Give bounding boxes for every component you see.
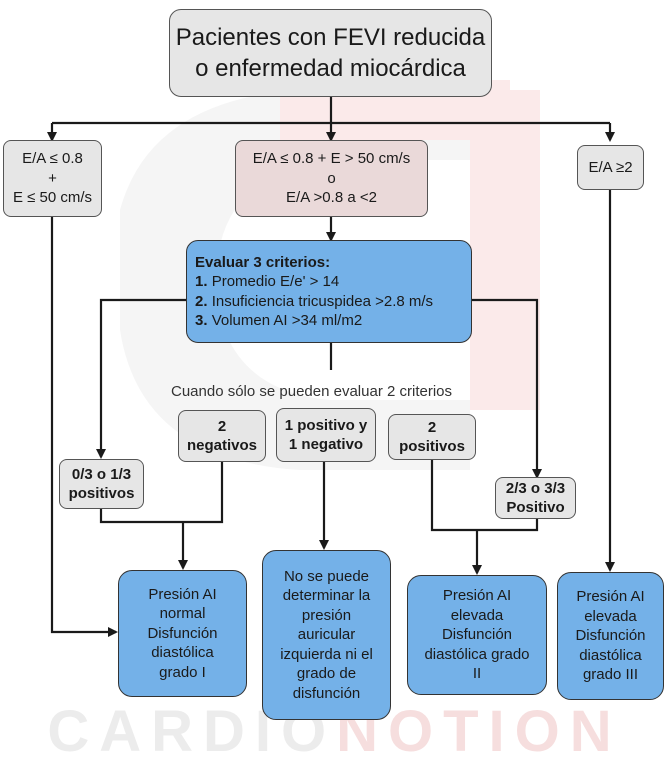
- criteria-item-3: 3. Volumen AI >34 ml/m2: [195, 312, 363, 329]
- branch-mid-box: E/A ≤ 0.8 + E > 50 cm/s o E/A >0.8 a <2: [235, 140, 428, 217]
- two-three-third-line-2: Positivo: [506, 499, 565, 516]
- criteria-item-1: 1. Promedio E/e' > 14: [195, 273, 340, 290]
- one-positive-one-negative-line-2: 1 negativo: [288, 436, 364, 453]
- two-three-third-line-1: 2/3 o 3/3: [505, 479, 566, 497]
- result-normal-line-3: Disfunción: [147, 624, 218, 642]
- branch-right-box: E/A ≥2: [577, 145, 644, 190]
- two-positive-line-1: 2: [427, 418, 437, 436]
- two-negative-line-1: 2: [217, 417, 227, 435]
- branch-mid-line-3: E/A >0.8 a <2: [286, 189, 377, 207]
- two-criteria-note: Cuando sólo se pueden evaluar 2 criterio…: [171, 383, 453, 400]
- branch-left-box: E/A ≤ 0.8 + E ≤ 50 cm/s: [3, 140, 102, 217]
- result-undetermined-line-6: grado de: [296, 665, 357, 683]
- branch-mid-line-1: E/A ≤ 0.8 + E > 50 cm/s: [252, 150, 411, 168]
- two-negative-line-2: negativos: [186, 437, 258, 454]
- title-box: Pacientes con FEVI reducida o enfermedad…: [169, 9, 492, 97]
- two-positive-line-2: positivos: [399, 438, 465, 455]
- zero-one-third-box: 0/3 o 1/3 positivos: [59, 459, 144, 509]
- result-grade-2-line-5: II: [472, 665, 482, 683]
- one-positive-one-negative-line-1: 1 positivo y: [284, 416, 368, 434]
- result-grade-2-box: Presión AI elevada Disfunción diastólica…: [407, 575, 547, 695]
- result-grade-3-line-5: grado III: [582, 666, 639, 684]
- criteria-item-2: 2. Insuficiencia tricuspidea >2.8 m/s: [195, 292, 434, 310]
- criteria-heading: Evaluar 3 criterios:: [195, 253, 331, 271]
- branch-left-line-1: E/A ≤ 0.8: [22, 150, 83, 168]
- one-positive-one-negative-box: 1 positivo y 1 negativo: [276, 408, 376, 462]
- result-grade-3-line-4: diastólica: [579, 646, 642, 664]
- branch-mid-line-2: o: [327, 169, 336, 187]
- result-grade-2-line-1: Presión AI: [442, 587, 512, 605]
- result-undetermined-line-1: No se puede: [283, 567, 370, 585]
- result-grade-3-box: Presión AI elevada Disfunción diastólica…: [557, 572, 664, 700]
- branch-right-line-1: E/A ≥2: [588, 158, 633, 176]
- result-undetermined-box: No se puede determinar la presión auricu…: [262, 550, 391, 720]
- zero-one-third-line-1: 0/3 o 1/3: [71, 465, 132, 483]
- result-grade-3-line-2: elevada: [584, 607, 637, 625]
- result-grade-2-line-4: diastólica grado: [424, 645, 530, 663]
- two-positive-box: 2 positivos: [388, 414, 476, 460]
- result-undetermined-line-7: disfunción: [292, 684, 361, 702]
- result-grade-2-line-3: Disfunción: [441, 626, 513, 644]
- title-line-2: o enfermedad miocárdica: [195, 55, 466, 82]
- two-three-third-box: 2/3 o 3/3 Positivo: [495, 477, 576, 519]
- result-grade-3-line-3: Disfunción: [575, 627, 646, 645]
- result-grade-3-line-1: Presión AI: [576, 588, 645, 606]
- result-normal-line-5: grado I: [159, 663, 206, 681]
- result-undetermined-line-5: izquierda ni el: [280, 645, 373, 663]
- criteria-box: Evaluar 3 criterios: 1. Promedio E/e' > …: [186, 240, 472, 343]
- result-normal-line-1: Presión AI: [148, 585, 217, 603]
- branch-left-line-3: E ≤ 50 cm/s: [12, 189, 93, 207]
- result-undetermined-line-2: determinar la: [282, 587, 371, 605]
- two-negative-box: 2 negativos: [178, 410, 266, 462]
- result-normal-box: Presión AI normal Disfunción diastólica …: [118, 570, 247, 697]
- zero-one-third-line-2: positivos: [68, 485, 135, 502]
- result-grade-2-line-2: elevada: [450, 606, 504, 624]
- result-undetermined-line-3: presión: [301, 606, 352, 624]
- result-undetermined-line-4: auricular: [297, 626, 356, 644]
- branch-left-line-2: +: [48, 169, 57, 187]
- result-normal-line-4: diastólica: [151, 644, 214, 662]
- result-normal-line-2: normal: [159, 605, 206, 623]
- title-line-1: Pacientes con FEVI reducida: [175, 23, 486, 51]
